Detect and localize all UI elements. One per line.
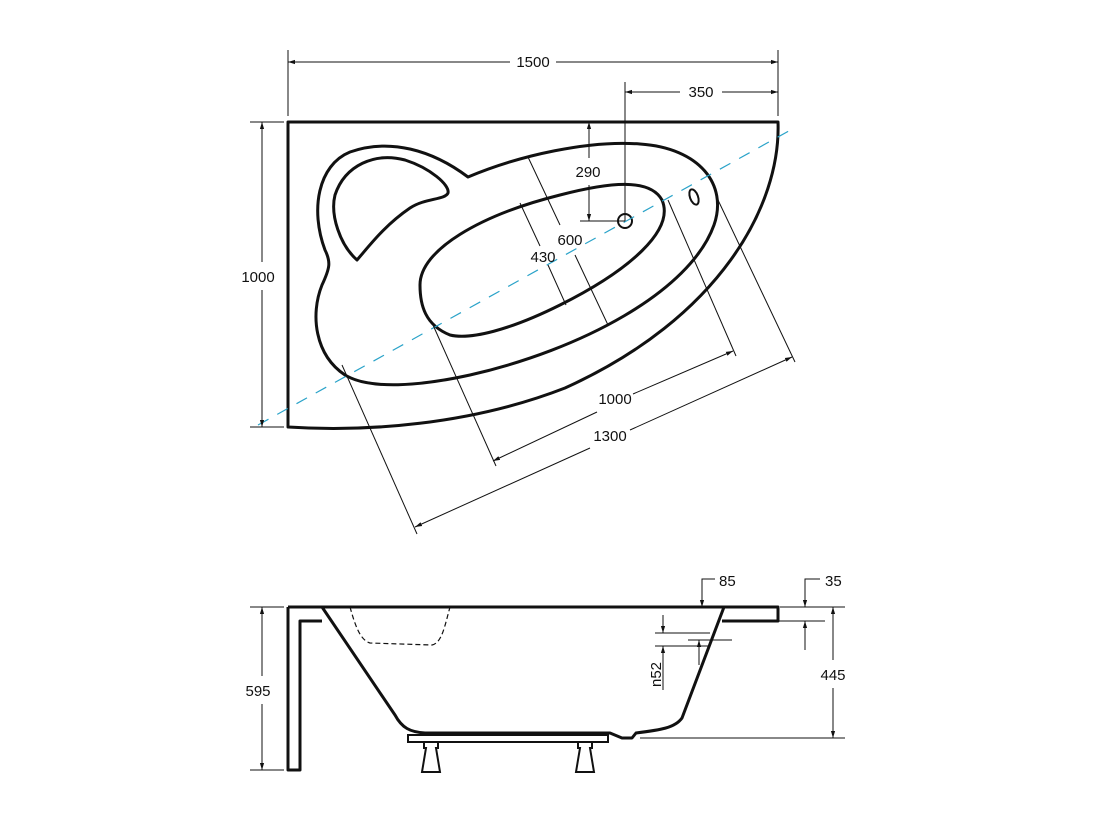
dim-basin-depth: 445 — [820, 667, 845, 684]
dim-outer-basin-length: 1300 — [593, 428, 626, 445]
dim-overall-height: 595 — [245, 683, 270, 700]
outer-basin — [314, 141, 720, 387]
dim-rim-thickness: 35 — [825, 573, 842, 590]
dim-inner-basin-length: 1000 — [598, 391, 631, 408]
front-panel — [286, 607, 322, 772]
dim-outer-basin-width: 600 — [557, 232, 582, 249]
tub-outline — [286, 120, 780, 430]
foot-left — [420, 741, 442, 773]
dim-overflow-diameter: n52 — [648, 662, 665, 687]
inner-basin — [418, 182, 666, 338]
rim — [288, 605, 780, 623]
dim-overall-width: 1000 — [241, 269, 274, 286]
dim-rim-offset: 85 — [719, 573, 736, 590]
headrest-hidden — [349, 606, 451, 646]
foot-right — [574, 741, 596, 773]
dim-drain-offset-y: 290 — [575, 164, 600, 181]
top-view: 1500 350 290 1000 600 430 1000 — [241, 50, 797, 535]
headrest — [332, 156, 450, 262]
center-axis-line — [257, 126, 797, 426]
dim-overall-length: 1500 — [516, 54, 549, 71]
tub-body — [320, 606, 726, 740]
base-frame — [407, 734, 609, 743]
dim-inner-basin-width: 430 — [530, 249, 555, 266]
overflow-icon — [688, 188, 700, 206]
side-view: 595 445 85 35 n52 — [245, 573, 846, 773]
dim-drain-offset-x: 350 — [688, 84, 713, 101]
